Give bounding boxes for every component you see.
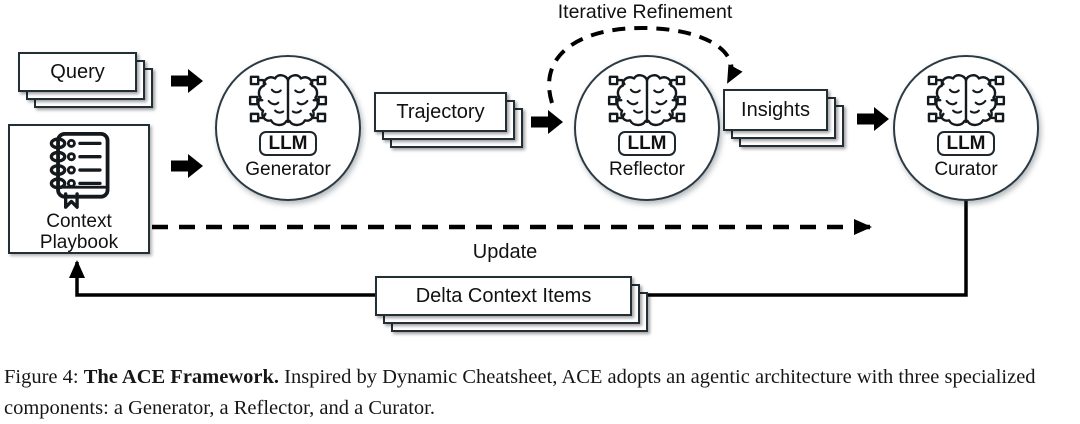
insights-box-label: Insights — [741, 98, 810, 121]
notebook-list-icon — [49, 131, 110, 210]
iterative-refinement-label: Iterative Refinement — [557, 1, 733, 23]
delta-context-items-box: Delta Context Items — [375, 276, 632, 316]
reflector-label: Reflector — [608, 159, 686, 180]
context-playbook-box: Context Playbook — [8, 124, 150, 254]
caption-body: Inspired by Dynamic Cheatsheet, ACE adop… — [4, 366, 1036, 419]
playbook-label-line1: Context — [46, 211, 112, 232]
delta-context-items-stack: Delta Context Items — [375, 276, 648, 332]
update-label: Update — [472, 241, 538, 263]
query-stack: Query — [18, 52, 153, 108]
arrow-trajectory-to-reflector — [531, 110, 563, 134]
caption-bold-title: The ACE Framework. — [83, 366, 280, 388]
brain-circuit-icon — [607, 73, 687, 127]
delta-context-items-label: Delta Context Items — [415, 284, 592, 307]
llm-badge: LLM — [937, 131, 995, 156]
reflector-node: LLM Reflector — [574, 55, 720, 201]
generator-label: Generator — [245, 159, 331, 180]
iterative-refinement-arc-arrow — [547, 25, 743, 104]
playbook-label-line2: Playbook — [39, 232, 119, 253]
arrow-query-to-generator — [171, 69, 203, 93]
trajectory-box-label: Trajectory — [396, 100, 485, 123]
brain-circuit-icon — [248, 73, 328, 127]
insights-box: Insights — [723, 89, 828, 131]
curator-label: Curator — [934, 159, 998, 180]
trajectory-box: Trajectory — [374, 92, 507, 132]
trajectory-stack: Trajectory — [374, 92, 523, 148]
query-box-label: Query — [50, 60, 105, 83]
figure-caption: Figure 4: The ACE Framework. Inspired by… — [4, 362, 1076, 424]
generator-node: LLM Generator — [215, 55, 361, 201]
curator-node: LLM Curator — [893, 55, 1039, 201]
caption-prefix: Figure 4: — [4, 366, 84, 388]
llm-badge: LLM — [618, 131, 676, 156]
arrow-playbook-to-generator — [171, 154, 203, 178]
brain-circuit-icon — [926, 73, 1006, 127]
insights-stack: Insights — [723, 89, 844, 147]
arrow-insights-to-curator — [857, 107, 889, 131]
llm-badge: LLM — [259, 131, 317, 156]
query-box: Query — [18, 52, 137, 92]
